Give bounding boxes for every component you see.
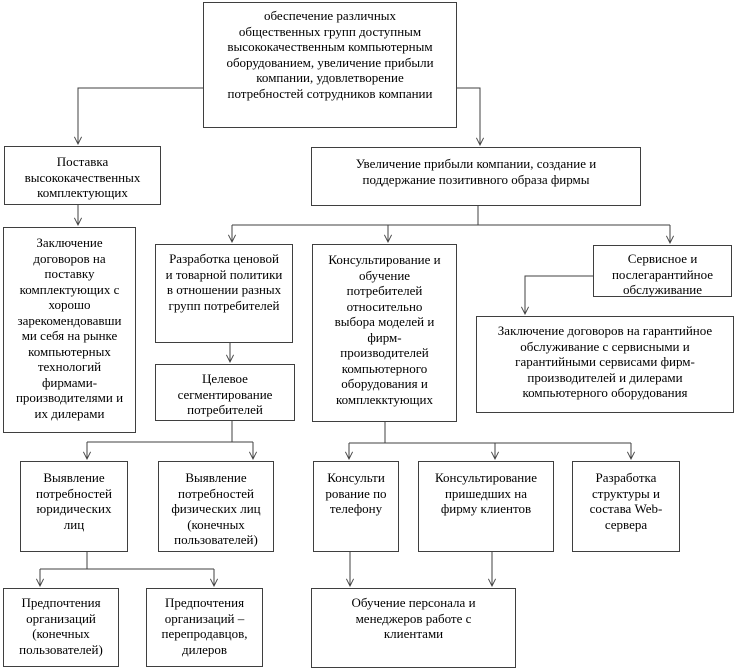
node-pricing-policy: Разработка ценовой и товарной политики в…	[155, 244, 293, 343]
node-needs-legal-entities: Выявление потребностей юридических лиц	[20, 461, 128, 552]
node-staff-training: Обучение персонала и менеджеров работе с…	[311, 588, 516, 668]
connector-root-supply	[78, 87, 203, 144]
node-office-consulting: Консультирование пришедших на фирму клие…	[418, 461, 554, 552]
node-pref-resellers: Предпочтения организаций – перепродавцов…	[146, 588, 263, 667]
node-warranty-contracts: Заключение договоров на гарантийное обсл…	[476, 316, 734, 413]
node-service-support: Сервисное и послегарантийное обслуживани…	[593, 245, 732, 297]
node-target-segmentation: Целевое сегментирование потребителей	[155, 364, 295, 421]
node-web-server: Разработка структуры и состава Web-серве…	[572, 461, 680, 552]
node-supply: Поставка высококачественных комплектующи…	[4, 146, 161, 205]
node-root-goal: обеспечение различных общественных групп…	[203, 2, 457, 128]
node-phone-consulting: Консульти рование по телефону	[313, 461, 399, 552]
node-needs-individuals: Выявление потребностей физических лиц (к…	[158, 461, 274, 552]
connector-service-warranty	[525, 275, 593, 314]
node-profit-image: Увеличение прибыли компании, создание и …	[311, 147, 641, 206]
connector-root-profit	[457, 87, 480, 145]
node-pref-end-users: Предпочтения организаций (конечных польз…	[3, 588, 119, 667]
node-consulting-training: Консультирование и обучение потребителей…	[312, 244, 457, 422]
node-supply-contracts: Заключение договоров на поставку комплек…	[3, 227, 136, 433]
